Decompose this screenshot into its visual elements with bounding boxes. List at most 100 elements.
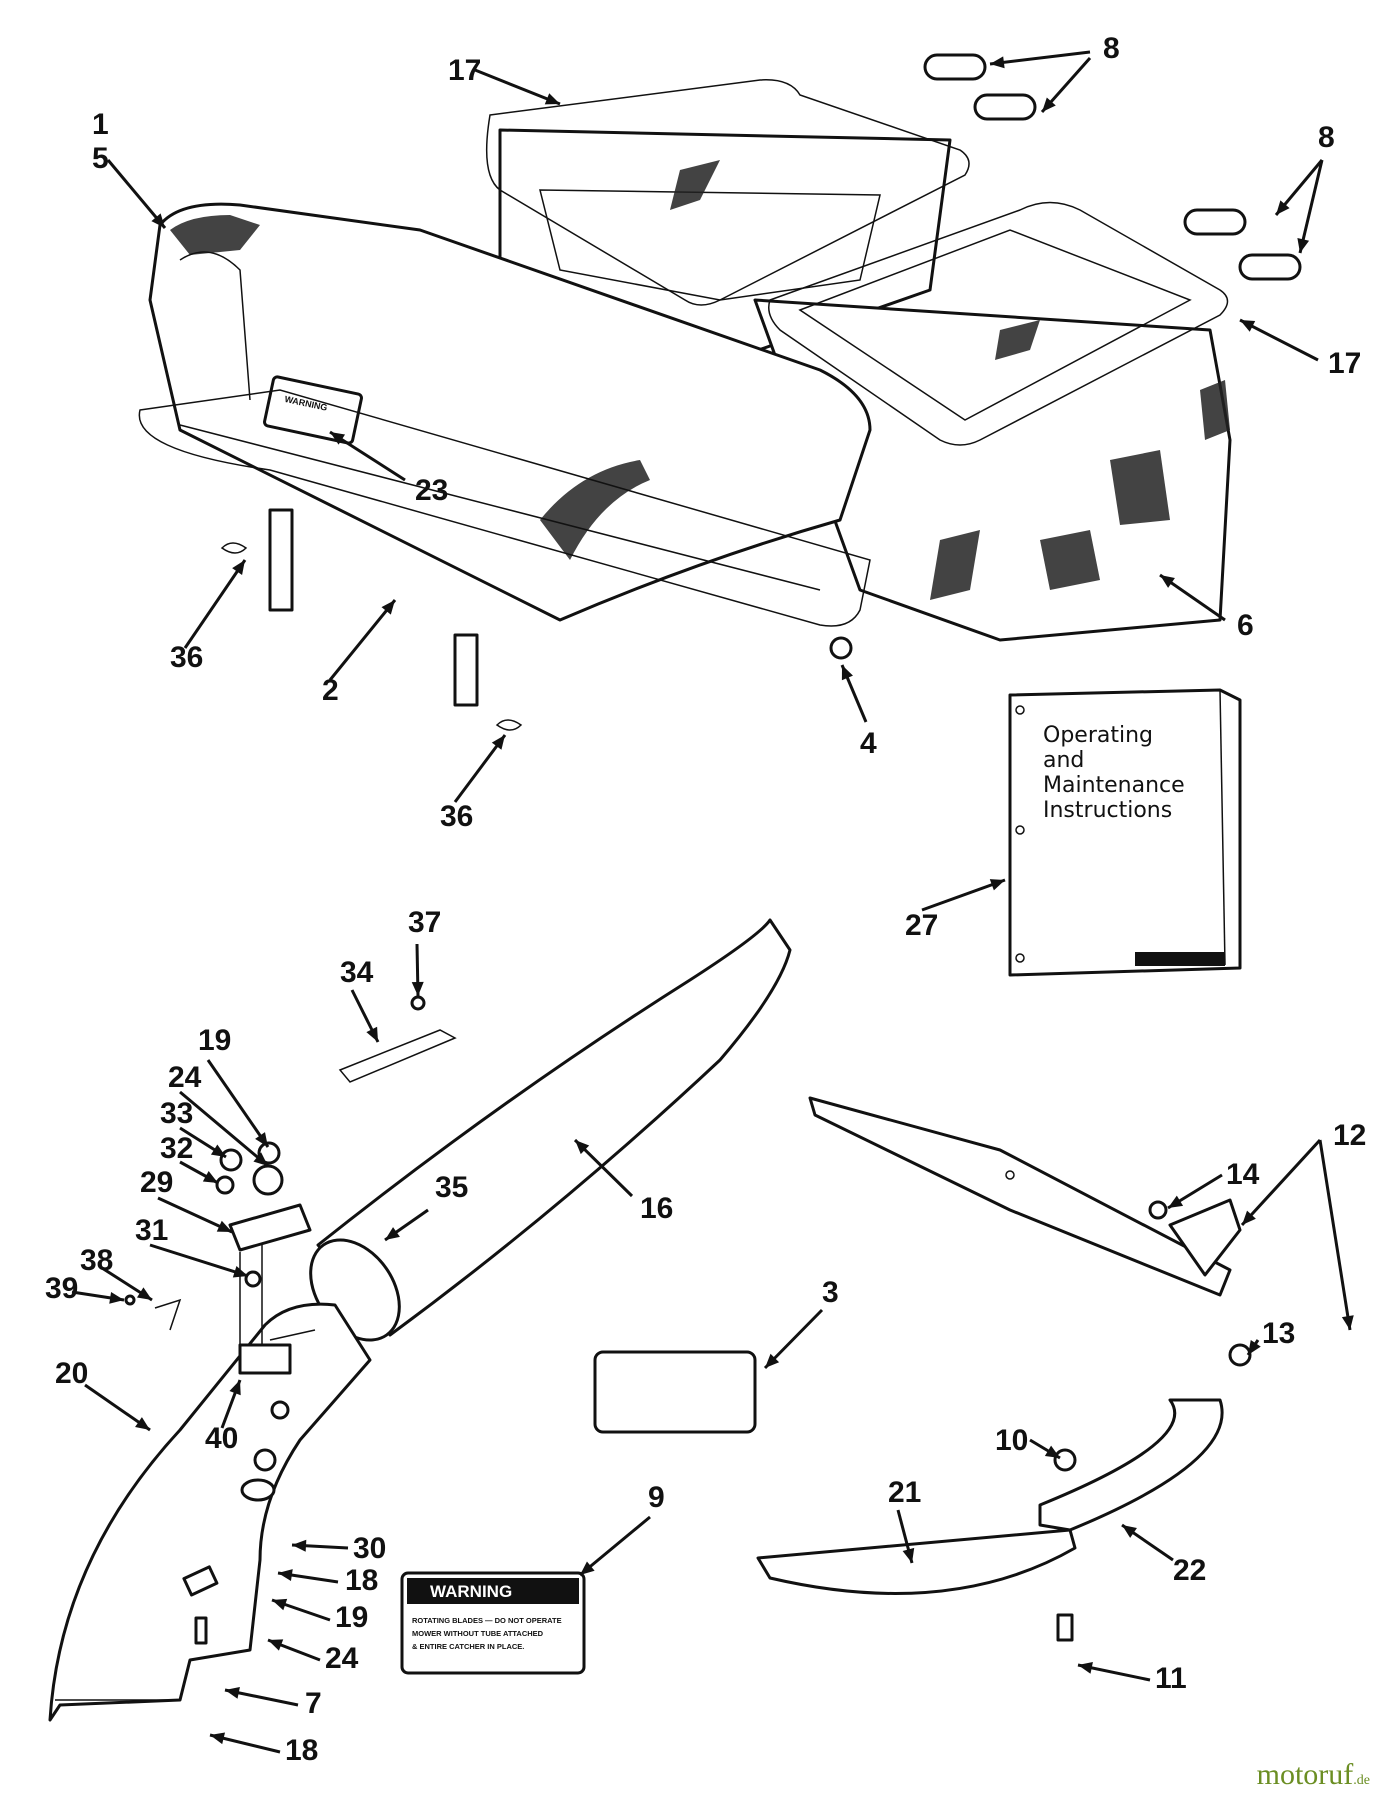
blade-adapter [1148,1198,1252,1367]
callout-2: 2 [322,674,339,707]
callout-40: 40 [205,1422,238,1455]
callout-arrowhead-20 [135,1417,150,1430]
callout-leader-19 [206,1059,270,1148]
callout-arrowhead-18 [278,1569,293,1582]
callout-1: 1 [92,108,109,141]
callout-labels: 1517881723636243627373419243332293138393… [45,32,1366,1767]
callout-18: 18 [285,1734,318,1767]
callout-arrowhead-14 [1168,1195,1184,1208]
callout-6: 6 [1237,609,1254,642]
callout-arrowhead-19 [272,1598,288,1611]
callout-leader-27 [921,878,1006,912]
callout-arrowhead-39 [109,1291,124,1304]
manual-title-line-2: and [1043,748,1084,773]
callout-22: 22 [1173,1554,1206,1587]
manual-book: Operating and Maintenance Instructions [1008,688,1242,977]
callout-arrowhead-35 [385,1227,400,1240]
callout-arrowhead-8 [1297,237,1310,253]
callout-36: 36 [440,800,473,833]
callout-arrowhead-19 [255,1132,268,1147]
callout-leader-31 [149,1243,249,1278]
callout-12: 12 [1333,1119,1366,1152]
callout-arrowhead-1 [151,213,165,228]
callout-17: 17 [1328,347,1361,380]
callout-leader-8 [1298,159,1324,254]
callout-27: 27 [905,909,938,942]
callout-arrowhead-22 [1122,1525,1137,1538]
callout-19: 19 [198,1024,231,1057]
mower-blade [808,1096,1232,1297]
callout-arrowhead-24 [253,1152,268,1166]
callout-35: 35 [435,1171,468,1204]
callout-arrowhead-38 [136,1287,152,1300]
warning-decal-line-1: ROTATING BLADES — DO NOT OPERATE [412,1616,562,1625]
callout-arrowhead-13 [1248,1340,1261,1355]
callout-3: 3 [822,1276,839,1309]
callout-30: 30 [353,1532,386,1565]
manual-title-line-1: Operating [1043,723,1153,748]
callout-9: 9 [648,1481,665,1514]
callout-17: 17 [448,54,481,87]
callout-39: 39 [45,1272,78,1305]
callout-7: 7 [305,1687,322,1720]
callout-leader-8 [989,50,1091,66]
callout-31: 31 [135,1214,168,1247]
callout-arrowhead-6 [1160,575,1175,588]
drawing-layer: WARNING Operating and Maintenance Instru… [48,53,1302,1722]
callout-arrowhead-36 [491,735,505,750]
callout-11: 11 [1155,1662,1187,1695]
callout-arrowhead-33 [210,1144,226,1157]
callout-leader-12 [1240,1138,1322,1227]
callout-leaders [71,50,1354,1754]
hood [148,202,872,622]
callout-leader-2 [328,599,397,681]
pins [220,542,523,731]
callout-arrowhead-31 [232,1266,248,1278]
bag-frame-left [485,79,970,306]
callout-arrowhead-8 [1276,200,1290,215]
watermark: motoruf.de [1257,1758,1370,1792]
callout-36: 36 [170,641,203,674]
callout-24: 24 [168,1061,202,1094]
callout-arrowhead-24 [268,1639,284,1651]
callout-arrowhead-17 [1240,320,1256,332]
callout-leader-12 [1318,1139,1352,1331]
bag-frame-right [768,201,1229,446]
callout-arrowhead-2 [381,600,395,615]
callout-19: 19 [335,1601,368,1634]
callout-arrowhead-34 [366,1026,378,1042]
hinge-plate-and-hardware [124,1141,312,1645]
callout-arrowhead-10 [1044,1445,1060,1458]
manual-title-line-3: Maintenance [1043,773,1185,798]
callout-arrowhead-40 [229,1380,241,1396]
blank-decal [593,1350,757,1434]
callout-arrowhead-9 [580,1561,595,1575]
callout-arrowhead-29 [216,1220,232,1232]
callout-leader-9 [579,1515,651,1577]
hood-frame [138,389,871,707]
callout-arrowhead-23 [330,432,346,445]
callout-arrowhead-32 [202,1170,218,1183]
callout-leader-17 [474,68,561,106]
callout-leader-36 [183,559,247,649]
callout-4: 4 [860,727,877,760]
callout-29: 29 [140,1166,173,1199]
callout-32: 32 [160,1132,193,1165]
callout-arrowhead-12 [1341,1315,1354,1330]
warning-decal-line-2: MOWER WITHOUT TUBE ATTACHED [412,1629,544,1638]
callout-16: 16 [640,1192,673,1225]
callout-37: 37 [408,906,441,939]
callout-arrowhead-3 [765,1353,780,1368]
callout-arrowhead-18 [210,1732,226,1745]
baffles [756,1398,1224,1642]
callout-arrowhead-8 [990,56,1005,69]
grass-bag-right [753,298,1232,642]
callout-38: 38 [80,1244,113,1277]
callout-arrowhead-37 [411,981,424,996]
warning-decal-line-3: & ENTIRE CATCHER IN PLACE. [412,1642,524,1651]
callout-arrowhead-11 [1078,1661,1093,1674]
hood-warning-decal: WARNING [263,375,363,445]
callout-20: 20 [55,1357,88,1390]
tube-bracket [338,995,457,1083]
callout-18: 18 [345,1564,378,1597]
